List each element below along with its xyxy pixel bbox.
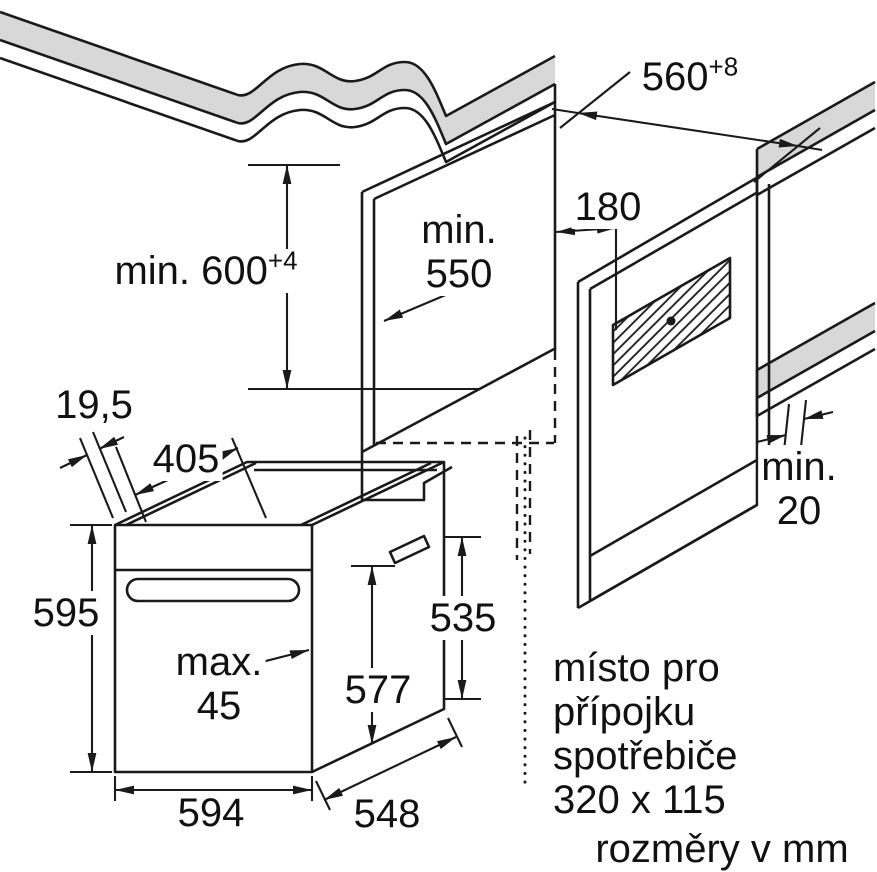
dim-door-protrusion: max. 45 xyxy=(172,640,266,728)
connection-note-line: 320 x 115 xyxy=(553,778,726,822)
dim-value: 405 xyxy=(152,437,220,481)
dim-value: 548 xyxy=(353,792,421,836)
oven-side-face xyxy=(311,462,446,774)
lower-counter-surface xyxy=(757,303,875,398)
vent-center-dot xyxy=(666,316,676,326)
connection-note-line: spotřebiče xyxy=(553,734,738,778)
worktop-surface xyxy=(0,12,555,144)
top-vent-slot xyxy=(388,534,431,565)
dim-top-clearance: 19,5 xyxy=(52,383,136,427)
connection-note: místo pro přípojku spotřebiče 320 x 115 xyxy=(553,646,738,822)
dim-value: max. xyxy=(175,640,263,684)
cabinet-plinth xyxy=(362,465,453,502)
dim-value: 550 xyxy=(425,252,493,296)
dim-tolerance: +8 xyxy=(708,51,739,82)
dim-handle-depth: 405 xyxy=(149,437,223,481)
dim-value: min. 600 xyxy=(114,249,268,293)
dim-value: 20 xyxy=(776,489,822,533)
dim-niche-width: 560+8 xyxy=(638,51,742,99)
dim-value: min. xyxy=(761,445,837,489)
tall-cabinet xyxy=(360,84,557,502)
connection-note-line: přípojku xyxy=(553,690,696,734)
dim-vent-offset: 180 xyxy=(571,185,645,229)
dimension-annotations xyxy=(59,71,834,811)
dim-niche-height: min. 600+4 xyxy=(111,245,301,293)
oven xyxy=(113,460,446,774)
dim-value: 19,5 xyxy=(55,383,133,427)
dim-value: 594 xyxy=(177,791,245,835)
dim-value: 180 xyxy=(574,185,642,229)
connection-note-line: místo pro xyxy=(553,646,720,690)
worktop xyxy=(0,10,556,164)
dim-value: 560 xyxy=(641,55,709,99)
dim-value: 45 xyxy=(196,684,242,728)
side-niche xyxy=(576,80,876,610)
dim-oven-depth-total: 577 xyxy=(341,668,415,712)
dim-oven-depth: 548 xyxy=(350,792,424,836)
dim-tolerance: +4 xyxy=(267,245,298,276)
cabinet-top-edge xyxy=(361,100,556,194)
dim-value: 577 xyxy=(344,668,412,712)
oven-handle xyxy=(125,577,301,603)
cabinet-bottom-edge xyxy=(361,346,557,454)
dim-value: 595 xyxy=(32,591,100,635)
hidden-edges xyxy=(376,350,557,560)
dim-oven-width: 594 xyxy=(174,791,248,835)
dim-oven-rear-height: 535 xyxy=(426,596,500,640)
oven-front-face xyxy=(113,523,314,774)
upper-counter-surface xyxy=(757,82,875,177)
units-note: rozměry v mm xyxy=(595,827,849,871)
dim-rear-gap: min. 20 xyxy=(758,445,840,533)
niche-top-edge xyxy=(577,175,759,284)
dim-value: 535 xyxy=(429,596,497,640)
dim-niche-depth: min. 550 xyxy=(418,208,500,296)
dim-value: min. xyxy=(421,208,497,252)
dim-oven-height: 595 xyxy=(29,591,103,635)
